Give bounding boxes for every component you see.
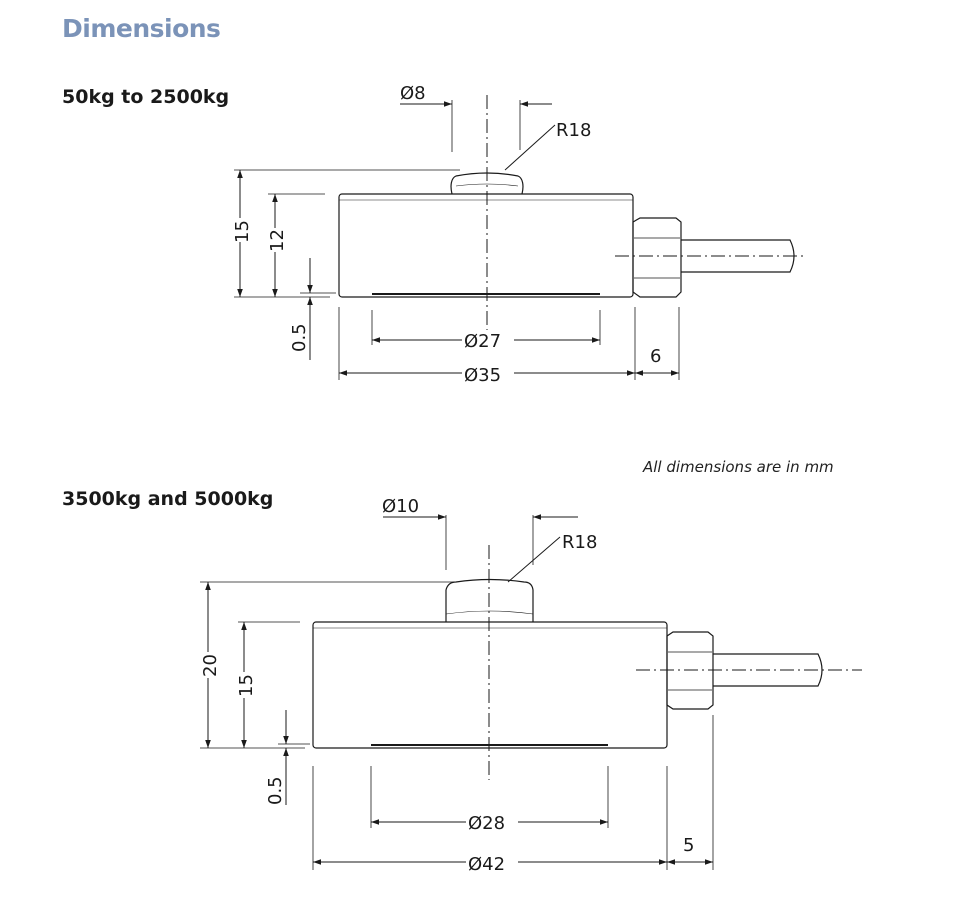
load-cell-body <box>312 621 668 749</box>
label-a-recess: 0.5 <box>289 323 310 352</box>
load-button <box>445 578 534 622</box>
cable-gland <box>632 217 682 298</box>
label-b-gland: 5 <box>683 835 694 856</box>
label-b-recess: 0.5 <box>265 776 286 805</box>
label-a-button-dia: Ø8 <box>400 83 426 104</box>
load-cell-body <box>338 193 634 298</box>
units-note: All dimensions are in mm <box>643 458 834 476</box>
label-a-body-height: 12 <box>267 229 288 252</box>
label-a-total-height: 15 <box>232 220 253 243</box>
drawing-large-load-cell <box>200 514 862 870</box>
label-b-button-dia: Ø10 <box>382 496 419 517</box>
label-b-base-dia: Ø28 <box>468 813 505 834</box>
section-title-small-range: 50kg to 2500kg <box>62 86 230 108</box>
label-a-radius: R18 <box>556 120 591 141</box>
page-title: Dimensions <box>62 14 221 43</box>
label-b-radius: R18 <box>562 532 597 553</box>
section-title-large-range: 3500kg and 5000kg <box>62 488 274 510</box>
label-a-gland: 6 <box>650 346 661 367</box>
label-b-body-dia: Ø42 <box>468 854 505 875</box>
label-a-body-dia: Ø35 <box>464 365 501 386</box>
label-a-base-dia: Ø27 <box>464 331 501 352</box>
label-b-total-height: 20 <box>200 654 221 677</box>
cable-gland <box>666 631 714 710</box>
drawing-small-load-cell <box>234 95 805 380</box>
label-b-body-height: 15 <box>236 674 257 697</box>
